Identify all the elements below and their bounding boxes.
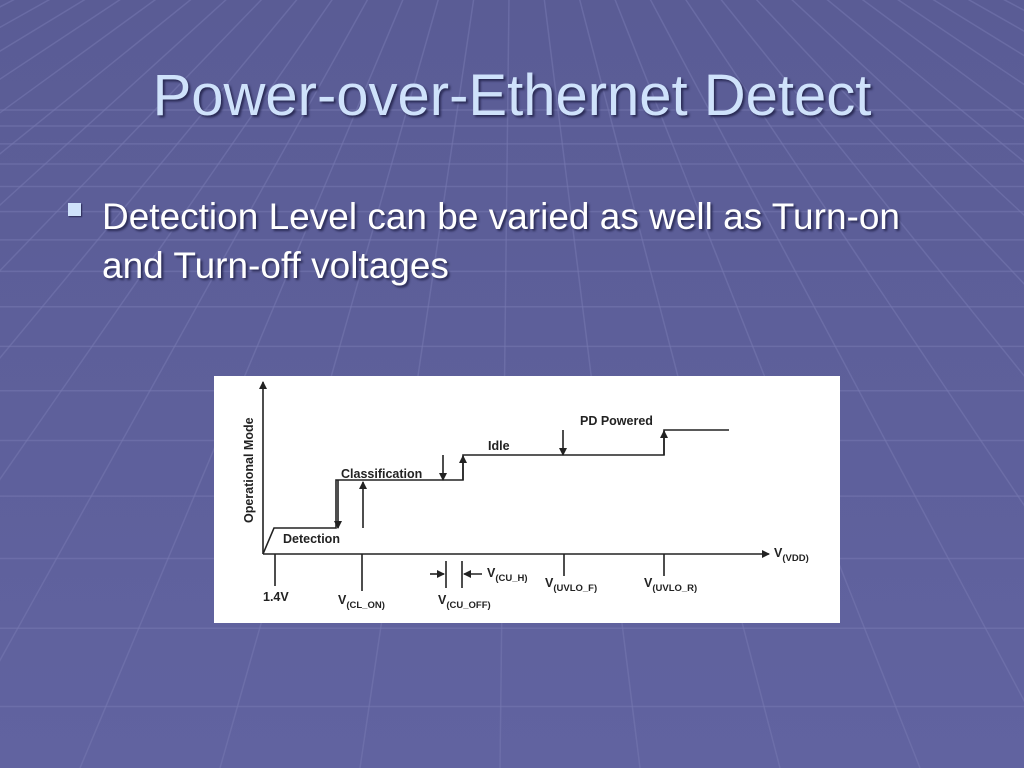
- mode-label-detection: Detection: [283, 532, 340, 546]
- voltage-label-uvlo-r: V(UVLO_R): [644, 576, 697, 594]
- voltage-label-1p4v: 1.4V: [263, 590, 289, 604]
- mode-label-pd-powered: PD Powered: [580, 414, 653, 428]
- bullet-text: Detection Level can be varied as well as…: [102, 196, 900, 286]
- diagram-svg: Operational Mode Detection Classificatio…: [242, 381, 809, 611]
- voltage-label-cu-off: V(CU_OFF): [438, 593, 491, 611]
- operational-mode-diagram: Operational Mode Detection Classificatio…: [214, 376, 840, 623]
- square-bullet-icon: [68, 203, 81, 216]
- mode-label-classification: Classification: [341, 467, 422, 481]
- voltage-label-uvlo-f: V(UVLO_F): [545, 576, 597, 594]
- y-axis-label: Operational Mode: [242, 417, 256, 523]
- voltage-label-cu-h: V(CU_H): [487, 566, 528, 584]
- slide-title: Power-over-Ethernet Detect: [152, 63, 872, 128]
- voltage-label-cl-on: V(CL_ON): [338, 593, 385, 611]
- x-axis-label: V(VDD): [774, 546, 809, 564]
- mode-label-idle: Idle: [488, 439, 510, 453]
